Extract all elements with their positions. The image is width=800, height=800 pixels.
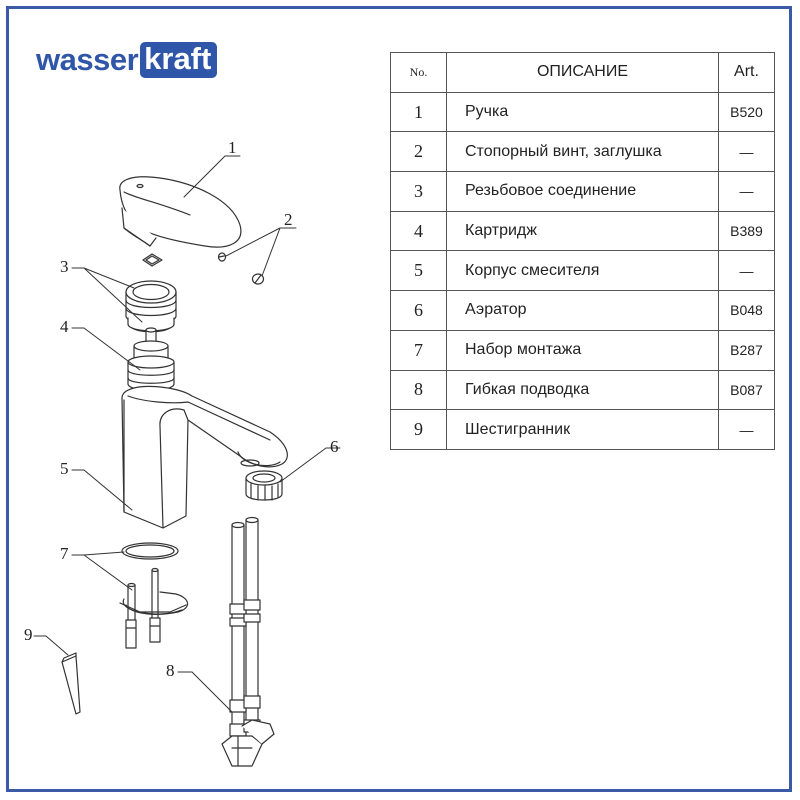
part-threaded-connection	[125, 253, 177, 333]
callout-9: 9	[24, 625, 33, 644]
row-description: Резьбовое соединение	[446, 171, 719, 212]
part-faucet-body	[121, 385, 288, 529]
brand-logo-wasser: wasser	[36, 42, 139, 77]
part-mounting-kit	[119, 542, 189, 649]
part-hex-key	[61, 652, 81, 715]
row-art: B389	[718, 210, 775, 252]
row-number: 6	[390, 290, 447, 331]
row-art: —	[718, 171, 775, 212]
row-art: —	[718, 409, 775, 450]
leader-lines	[33, 155, 341, 713]
part-handle	[119, 176, 242, 248]
brand-logo-kraft: kraft	[140, 42, 218, 78]
row-art: B287	[718, 329, 775, 371]
row-number: 3	[390, 171, 447, 212]
row-art: B520	[718, 91, 775, 133]
callout-7: 7	[60, 544, 69, 563]
callout-1: 1	[228, 138, 237, 157]
column-header-description: ОПИСАНИЕ	[446, 52, 719, 93]
column-header-art: Art.	[718, 52, 775, 93]
row-description: Шестигранник	[446, 409, 719, 450]
row-art: B087	[718, 369, 775, 411]
part-aerator	[245, 470, 283, 501]
callout-8: 8	[166, 661, 175, 680]
row-description: Гибкая подводка	[446, 369, 719, 411]
callout-6: 6	[330, 437, 339, 456]
part-flexible-hoses	[221, 516, 275, 767]
callout-5: 5	[60, 459, 69, 478]
callout-3: 3	[60, 257, 69, 276]
row-description: Ручка	[446, 91, 719, 133]
part-cartridge	[127, 327, 175, 391]
row-art: —	[718, 131, 775, 173]
page-frame	[6, 6, 792, 792]
callout-2: 2	[284, 210, 293, 229]
part-screw-plug	[217, 252, 265, 285]
callout-4: 4	[60, 317, 69, 336]
row-number: 4	[390, 210, 447, 252]
row-art: —	[718, 250, 775, 292]
brand-logo: wasser kraft	[36, 42, 218, 78]
